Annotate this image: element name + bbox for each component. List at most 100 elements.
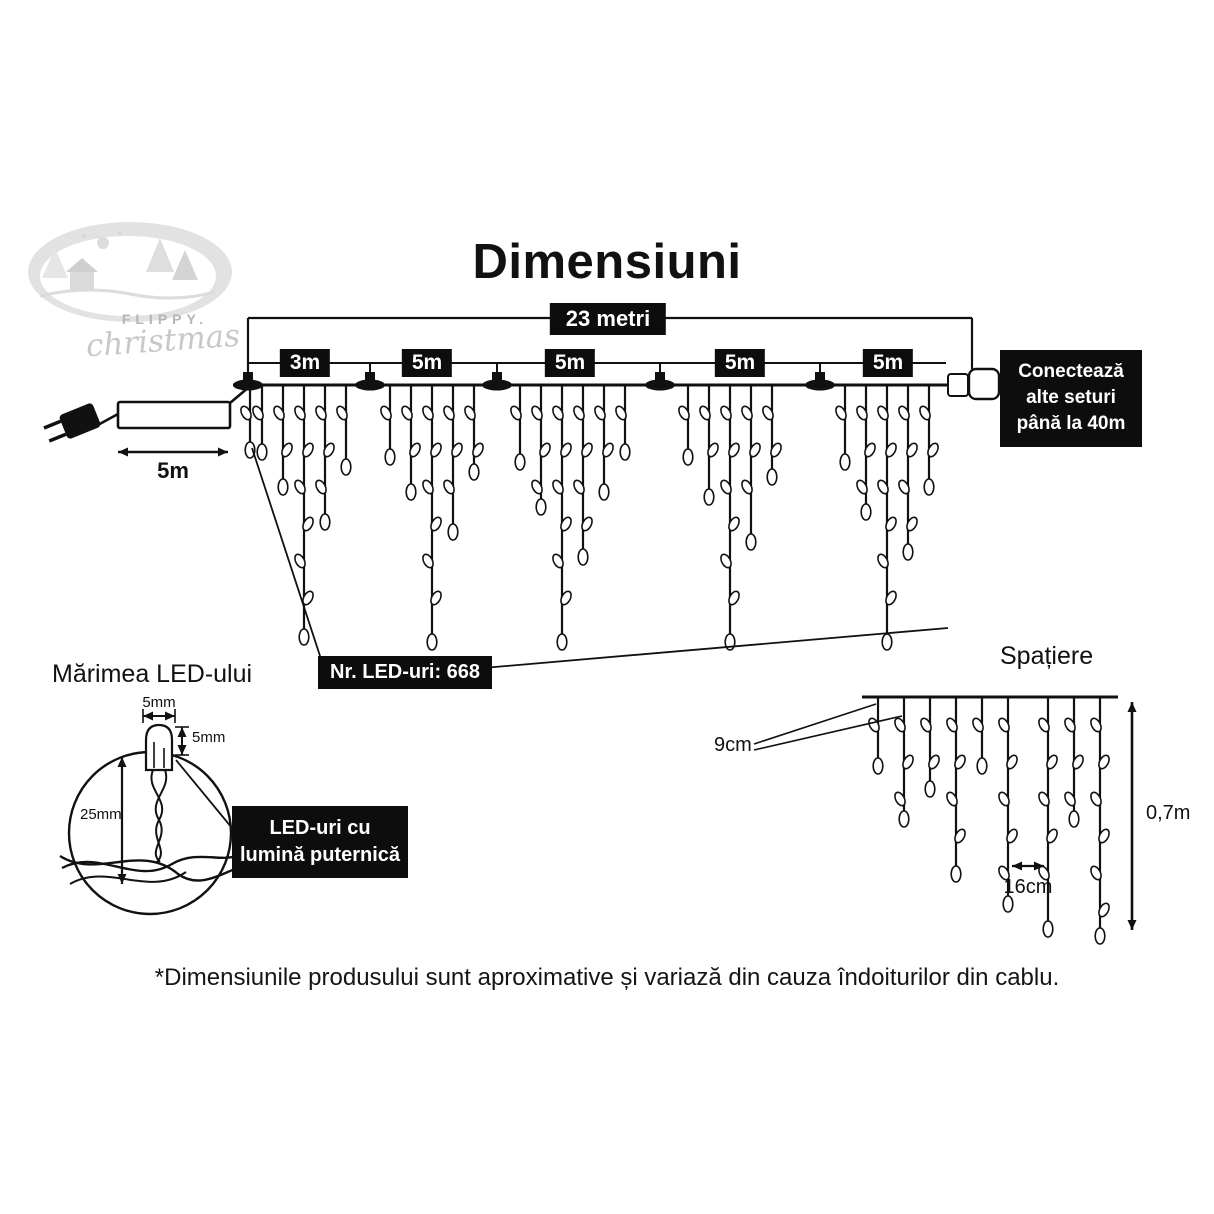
led-bulb <box>864 442 876 458</box>
arrowhead <box>177 727 187 737</box>
led-bulb <box>552 479 564 495</box>
led-bulb <box>552 405 564 421</box>
led-bulb <box>898 479 910 495</box>
led-bulb <box>720 553 732 569</box>
led-bulb <box>336 405 348 421</box>
logo-cloud-inner <box>40 236 216 316</box>
led-bulb <box>749 442 761 458</box>
connect-info-line: până la 40m <box>1016 413 1126 435</box>
plug-prong <box>48 432 67 443</box>
led-bulb <box>885 442 897 458</box>
led-bulb <box>902 543 914 561</box>
wire-clip <box>645 379 675 391</box>
led-bulb <box>315 479 327 495</box>
led-bulb <box>539 442 551 458</box>
led-bulb <box>928 754 940 770</box>
led-bulb <box>906 516 918 532</box>
led-bulb <box>720 405 732 421</box>
led-bulb <box>770 442 782 458</box>
led-size-heading: Mărimea LED-ului <box>52 660 253 688</box>
arrowhead <box>218 447 228 457</box>
led-bulb <box>1064 791 1076 807</box>
led-bulb <box>885 516 897 532</box>
led-bulb <box>1098 828 1110 844</box>
led-bulb <box>240 405 252 421</box>
power-plug-icon <box>59 403 101 439</box>
led-bulb <box>741 405 753 421</box>
led-bulb <box>252 405 264 421</box>
led-bulb <box>422 479 434 495</box>
led-bulb <box>894 717 906 733</box>
lead-length-label: 5m <box>157 458 189 483</box>
led-bulb <box>707 442 719 458</box>
led-bulb <box>468 463 480 481</box>
led-bulb <box>703 488 715 506</box>
led-bulb <box>720 479 732 495</box>
led-bulb <box>531 405 543 421</box>
logo-house-roof <box>66 258 98 272</box>
led-bulb <box>615 405 627 421</box>
led-bulb <box>856 479 868 495</box>
led-bulb <box>860 503 872 521</box>
led-bulb <box>560 516 572 532</box>
led-bulb <box>728 590 740 606</box>
led-bulb <box>302 516 314 532</box>
led-bulb <box>319 513 331 531</box>
led-bulb <box>531 479 543 495</box>
led-bulb-large <box>144 723 174 772</box>
wire-clip <box>492 372 502 381</box>
led-bulb <box>976 757 988 775</box>
magnifier-circle <box>67 750 233 916</box>
led-bulb <box>294 405 306 421</box>
led-bulb <box>401 405 413 421</box>
led-bulb <box>535 498 547 516</box>
led-bulb <box>898 405 910 421</box>
led-cap-height-label: 5mm <box>192 729 226 746</box>
segment-length-label: 5m <box>862 349 914 377</box>
led-bulb <box>1098 902 1110 918</box>
wire-clip <box>233 379 263 391</box>
segment-length-label: 3m <box>279 349 331 377</box>
led-bulb <box>573 405 585 421</box>
led-bulb <box>510 405 522 421</box>
led-bulb <box>954 828 966 844</box>
led-bulb <box>728 516 740 532</box>
drop-gap-label: 9cm <box>714 734 752 756</box>
led-bulb <box>745 533 757 551</box>
led-bulb <box>577 548 589 566</box>
led-bulb <box>244 441 256 459</box>
led-bulb <box>298 628 310 646</box>
led-bulb <box>1090 865 1102 881</box>
led-bulb <box>950 865 962 883</box>
led-bulb <box>447 523 459 541</box>
led-bulb <box>1094 927 1106 945</box>
led-info-box: LED-uri cu lumină puternică <box>232 806 408 878</box>
led-bulb <box>426 633 438 651</box>
brand-logo-text: FLIPPY. <box>121 311 209 327</box>
led-bulb <box>556 633 568 651</box>
led-bulb <box>856 405 868 421</box>
connect-info-line: Conectează <box>1018 361 1124 382</box>
logo-moon-icon <box>97 237 109 249</box>
wire-clip <box>243 372 253 381</box>
arrowhead <box>1034 861 1044 871</box>
wire-clip <box>815 372 825 381</box>
bulb-gap-label: 16cm <box>1003 876 1053 898</box>
led-bulb <box>430 516 442 532</box>
led-bulb <box>581 516 593 532</box>
led-bulb <box>877 479 889 495</box>
led-bulb <box>443 405 455 421</box>
led-bulb <box>594 405 606 421</box>
page-title: Dimensiuni <box>472 235 742 289</box>
led-bulb <box>581 442 593 458</box>
led-bulb <box>678 405 690 421</box>
arrowhead <box>117 874 127 884</box>
connector-socket-icon <box>967 367 1001 401</box>
arrowhead <box>143 711 153 721</box>
led-bulb <box>598 483 610 501</box>
led-bulb <box>1098 754 1110 770</box>
led-bulb <box>762 405 774 421</box>
led-bulb <box>430 590 442 606</box>
led-bulb <box>699 405 711 421</box>
